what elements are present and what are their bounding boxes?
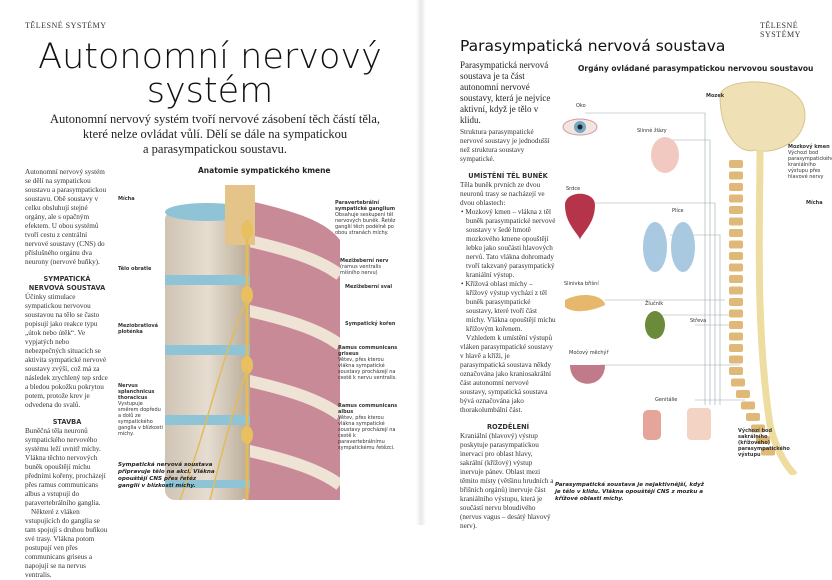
diagram-title: Anatomie sympatického kmene — [198, 166, 331, 175]
vertebra — [729, 252, 743, 260]
running-head-right: TĚLESNÉ SYSTÉMY — [760, 21, 801, 39]
paragraph: Některé z vláken vstupujících do ganglia… — [25, 508, 108, 579]
vertebra — [729, 367, 743, 375]
parasympathetic-illustration — [562, 81, 806, 475]
connector-lines — [585, 112, 745, 405]
label-telo-obratle: Tělo obratle — [118, 266, 152, 272]
label-micha: Mícha — [118, 196, 135, 202]
vertebra — [729, 171, 743, 180]
left-caption: Sympatická nervová soustava připravuje t… — [118, 462, 215, 489]
paragraph: Účinky stimulace sympatickou nervovou so… — [25, 293, 108, 409]
paragraph: Vzhledem k umístění výstupů vláken paras… — [460, 334, 554, 414]
vertebra — [729, 229, 743, 237]
label-srdce: Srdce — [566, 186, 581, 192]
label-zlucnik: Žlučník — [645, 301, 664, 307]
vertebra — [729, 160, 743, 168]
section-heading: ROZDĚLENÍ — [486, 423, 530, 431]
organ-lungs — [643, 222, 695, 272]
subtitle-line: které nelze ovládat vůlí. Dělí se dále n… — [82, 127, 348, 141]
organ-heart — [565, 193, 595, 240]
vertebra — [729, 321, 743, 329]
organ-genitals — [643, 408, 711, 440]
vertebra — [729, 263, 743, 272]
label-oko: Oko — [576, 103, 586, 109]
running-head-left: TĚLESNÉ SYSTÉMY — [25, 21, 107, 30]
right-intro: Parasympatická nervová soustava je ta čá… — [460, 60, 551, 125]
vertebra — [729, 298, 743, 306]
label-micha-right: Mícha — [806, 200, 823, 206]
vertebra — [729, 286, 743, 295]
vertebra — [729, 206, 743, 214]
label-mozek: Mozek — [706, 93, 725, 99]
label-sacral-outflow: Výchozí bod sakrálního (křížového) paras… — [738, 428, 790, 458]
bullet-item: • Křížová oblast míchy – křížový výstup … — [461, 280, 556, 333]
vertebra — [729, 240, 743, 249]
vertebra — [729, 355, 743, 364]
page-gutter — [416, 0, 426, 525]
vertebra — [741, 401, 755, 410]
organ-eye — [562, 118, 598, 136]
title-line-1: Autonomní nervový — [38, 37, 382, 77]
vertebra — [729, 344, 743, 352]
left-text-column: Autonomní nervový systém se dělí na symp… — [25, 168, 109, 580]
right-caption: Parasympatická soustava je nejaktivnější… — [555, 482, 705, 502]
vertebrae — [729, 160, 775, 456]
paragraph: Těla buněk prvních ze dvou neuronů trasy… — [460, 181, 545, 207]
label-sympaticky-koren: Sympatický kořen — [345, 321, 396, 327]
label-slinivka: Slinivka břišní — [564, 281, 599, 287]
title-line-2: systém — [146, 71, 274, 111]
organ-gallbladder — [645, 311, 665, 339]
bullet-item: • Mozkový kmen – vlákna z těl buněk para… — [461, 208, 556, 279]
vertebra — [746, 413, 760, 421]
subtitle-line: a parasympatickou soustavu. — [142, 142, 288, 156]
vertebra — [751, 424, 765, 433]
rib-muscles — [243, 200, 340, 500]
subtitle-line: Autonomní nervový systém tvoří nervové z… — [49, 112, 381, 126]
organ-salivary-glands — [651, 137, 679, 173]
spinal-cord-right — [755, 149, 798, 475]
sympathetic-trunk-illustration — [165, 185, 340, 501]
label-genitalie: Genitálie — [655, 397, 678, 403]
vertebra — [761, 447, 775, 456]
vertebra — [729, 309, 743, 318]
organ-bladder — [570, 365, 605, 384]
vertebra — [729, 275, 743, 283]
paragraph: Buněčná těla neuronů sympatického nervov… — [25, 427, 106, 507]
subtitle: Autonomní nervový systém tvoří nervové z… — [20, 112, 410, 157]
vertebra — [731, 378, 745, 387]
vertebra — [729, 332, 743, 341]
vertebra — [729, 194, 743, 203]
paragraph: Struktura parasympatické nervové soustav… — [460, 128, 550, 163]
organs-diagram-title: Orgány ovládané parasympatickou nervovou… — [578, 64, 814, 73]
organ-pancreas — [565, 295, 605, 312]
vertebra — [729, 183, 743, 191]
brain — [719, 81, 806, 152]
paragraph: Kraniální (hlavový) výstup poskytuje par… — [460, 432, 554, 530]
label-mezizeberni-nerv: Mezižeberní nerv(ramus ventralis míšního… — [340, 258, 389, 276]
page-title: Autonomní nervový systém — [20, 37, 400, 111]
section-heading: UMÍSTĚNÍ TĚL BUNĚK — [468, 172, 548, 180]
label-mezizeberni-sval: Mezižeberní sval — [345, 284, 393, 290]
intro-paragraph: Autonomní nervový systém se dělí na symp… — [25, 168, 107, 266]
label-slinne-zlazy: Slinné žlázy — [637, 128, 667, 134]
label-streva: Střeva — [690, 318, 707, 324]
section-heading: SYMPATICKÁ NERVOVÁ SOUSTAVA — [28, 275, 106, 292]
vertebra — [756, 436, 770, 444]
label-meziobratlova-plotenka: Meziobratlová ploténka — [118, 323, 159, 335]
ganglia — [241, 221, 253, 444]
vertebra — [736, 390, 750, 398]
label-plice: Plíce — [672, 208, 684, 214]
right-page-title: Parasympatická nervová soustava — [460, 37, 726, 55]
right-text-column: Struktura parasympatické nervové soustav… — [460, 128, 556, 531]
section-heading: STAVBA — [52, 418, 82, 426]
label-mocovy-mechyr: Močový měchýř — [569, 350, 609, 356]
vertebra — [729, 217, 743, 226]
